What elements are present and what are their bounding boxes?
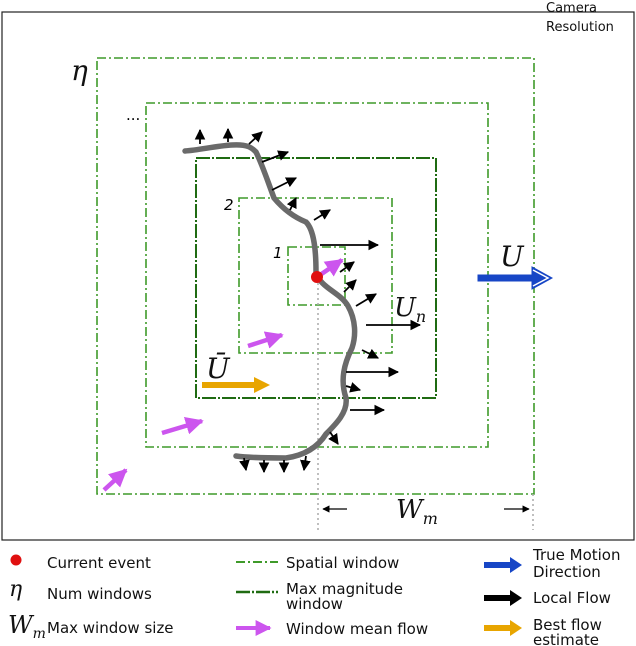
corner-label-camera: Camera [546, 1, 597, 16]
local-flow-arrow [343, 279, 357, 293]
window-label-2: 2 [224, 196, 234, 214]
legend-num-windows: Num windows [47, 585, 152, 603]
legend-max-magnitude-line2: window [286, 595, 343, 613]
current-event-dot [311, 271, 323, 283]
legend-best-flow-line1: Best flow [533, 616, 602, 634]
un-label: Un [394, 293, 426, 326]
max-magnitude-window [195, 157, 437, 399]
legend-best-flow-arrow [484, 620, 522, 636]
legend-local-flow: Local Flow [533, 589, 611, 607]
local-flow-arrow [248, 131, 263, 145]
window-label-1: 1 [273, 244, 283, 262]
mean-flow-arrow [318, 258, 344, 277]
local-flow-arrow [328, 431, 339, 445]
camera-frame [1, 11, 635, 541]
legend-current-event: Current event [47, 554, 151, 572]
true-motion-arrow [477, 266, 554, 290]
legend-current-event-dot [10, 554, 22, 566]
mean-flow-arrow [161, 417, 204, 436]
legend-true-motion-arrow [484, 557, 522, 573]
corner-label-resolution: Resolution [546, 20, 614, 35]
legend-wm-symbol: Wm [8, 611, 46, 642]
mean-flow-arrow [102, 468, 128, 492]
edge-curve [182, 142, 358, 461]
wm-label: Wm [396, 495, 438, 528]
legend-best-flow-line2: estimate [533, 631, 599, 646]
ellipsis-label: ... [126, 106, 140, 124]
legend-true-motion-line2: Direction [533, 563, 601, 581]
local-flow-arrow [286, 197, 297, 211]
legend-max-magnitude-line1: Max magnitude [286, 580, 403, 598]
ubar-label: Ū [206, 352, 231, 385]
spatial-window-2 [238, 197, 393, 354]
best-flow-arrow [202, 377, 270, 393]
local-flow-arrow [300, 455, 311, 472]
legend-window-mean-flow: Window mean flow [286, 620, 428, 638]
local-flow-arrow [345, 382, 362, 393]
local-flow-arrow [271, 177, 297, 191]
local-flow-arrow [339, 261, 355, 273]
legend-eta-symbol: η [9, 577, 22, 602]
local-flow-arrow [361, 348, 379, 359]
spatial-window-1 [287, 246, 346, 306]
local-flow-arrow [261, 150, 290, 163]
u-label: U [500, 240, 525, 273]
legend-max-window-size: Max window size [47, 619, 174, 637]
local-flow-arrow [313, 209, 331, 221]
legend-local-flow-arrow [484, 590, 522, 606]
mean-flow-arrow [247, 331, 284, 349]
legend-true-motion-line1: True Motion [532, 546, 620, 564]
legend-spatial-window: Spatial window [286, 554, 399, 572]
eta-label: η [71, 54, 88, 87]
local-flow-arrow [239, 457, 250, 472]
local-flow-arrow [355, 293, 377, 307]
